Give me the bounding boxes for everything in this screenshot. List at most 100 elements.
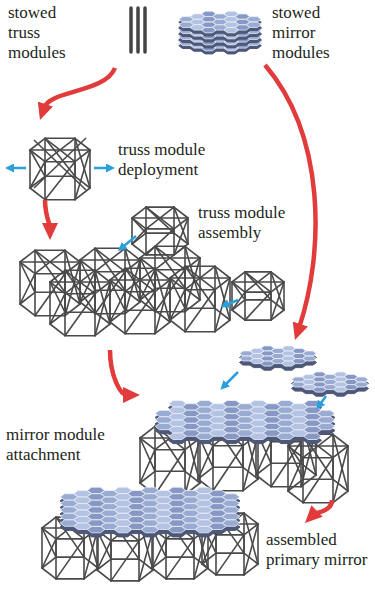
truss-strut: [216, 535, 244, 575]
truss-strut: [45, 162, 75, 200]
truss-strut: [184, 266, 186, 308]
truss-strut: [111, 541, 139, 581]
truss-module: [50, 270, 110, 335]
truss-strut: [20, 262, 35, 292]
truss-strut: [169, 278, 171, 320]
truss-strut: [245, 272, 271, 292]
label-slot: assembled primary mirror: [266, 530, 370, 570]
mirror-segment: [196, 433, 213, 439]
truss-strut: [303, 458, 333, 503]
truss-strut: [95, 282, 110, 336]
truss-strut: [229, 278, 231, 320]
stage-label: truss module assembly: [198, 203, 313, 243]
truss-strut: [125, 268, 155, 310]
truss-strut: [333, 434, 348, 491]
truss-top: [110, 268, 170, 291]
mirror-module: [292, 372, 369, 396]
mirror-segment: [141, 527, 158, 533]
mirror-segment: [202, 28, 217, 33]
flow-arrow: [45, 200, 50, 227]
mirror-segment: [168, 527, 185, 533]
truss-strut: [94, 270, 96, 312]
mirror-segment: [282, 361, 296, 366]
motion-arrow: [228, 300, 238, 304]
truss-strut: [34, 138, 86, 188]
truss-strut: [45, 138, 75, 176]
truss-strut: [56, 539, 84, 579]
truss-module: [232, 272, 284, 320]
truss-strut: [110, 280, 125, 310]
truss-strut: [65, 270, 95, 293]
truss-module: [140, 426, 200, 494]
truss-strut: [49, 282, 51, 324]
truss-strut: [170, 278, 185, 308]
motion-arrow: [94, 167, 107, 170]
mirror-module: [179, 11, 261, 36]
truss-strut: [185, 290, 215, 332]
truss-strut: [95, 270, 110, 324]
mirror-module: [179, 17, 261, 42]
truss-module: [42, 517, 98, 579]
truss-strut: [19, 262, 21, 304]
truss-strut: [244, 524, 258, 575]
truss-module: [170, 266, 230, 331]
truss-strut: [109, 280, 111, 322]
truss-top: [232, 272, 284, 292]
flow-arrow: [110, 350, 127, 395]
truss-strut: [125, 268, 155, 291]
truss-strut: [44, 138, 46, 176]
deploying-truss: [34, 138, 86, 190]
mirror-segment: [87, 527, 104, 533]
truss-strut: [155, 280, 170, 334]
motion-arrow: [124, 236, 136, 246]
process-stage: mirror module attachment: [140, 340, 372, 500]
truss-strut: [215, 278, 230, 332]
truss-strut: [146, 207, 174, 229]
truss-strut: [146, 229, 174, 255]
truss-strut: [41, 528, 43, 568]
truss-strut: [65, 270, 95, 312]
truss-strut: [55, 517, 57, 557]
truss-strut: [166, 539, 194, 579]
truss-strut: [45, 138, 75, 161]
mirror-module: [179, 23, 261, 48]
mirror-segment: [304, 433, 321, 439]
truss-strut: [303, 434, 333, 479]
truss-strut: [213, 446, 243, 491]
truss-strut: [185, 266, 215, 289]
truss-strut: [231, 282, 233, 310]
truss-strut: [45, 138, 75, 161]
stage-label: assembled primary mirror: [266, 530, 370, 570]
flow-arrow: [314, 500, 332, 514]
truss-strut: [125, 268, 155, 291]
flow-arrow: [265, 65, 316, 328]
mirror-segment: [261, 361, 275, 366]
truss-strut: [95, 248, 125, 271]
process-stage: assembled primary mirror: [35, 523, 372, 585]
truss-strut: [214, 266, 216, 308]
truss-strut: [347, 446, 349, 491]
mirror-module: [240, 346, 317, 370]
process-stage: truss module deployment: [15, 120, 220, 200]
truss-module: [110, 268, 170, 333]
truss-strut: [50, 282, 65, 312]
truss-strut: [95, 248, 125, 271]
stage-label: stowed mirror modules: [272, 3, 364, 63]
truss-strut: [270, 272, 272, 300]
truss-strut: [155, 268, 170, 322]
process-stage: stowed truss modules: [0, 0, 160, 68]
stage-label: truss module deployment: [118, 140, 233, 180]
truss-strut: [65, 270, 95, 293]
truss-top: [50, 270, 110, 293]
motion-arrow: [321, 396, 326, 403]
truss-top: [132, 207, 188, 229]
truss-strut: [35, 250, 65, 273]
truss-strut: [245, 272, 271, 300]
motion-arrow: [13, 167, 26, 170]
label-slot: stowed truss modules: [8, 3, 90, 63]
truss-strut: [187, 218, 189, 244]
truss-strut: [139, 530, 153, 581]
